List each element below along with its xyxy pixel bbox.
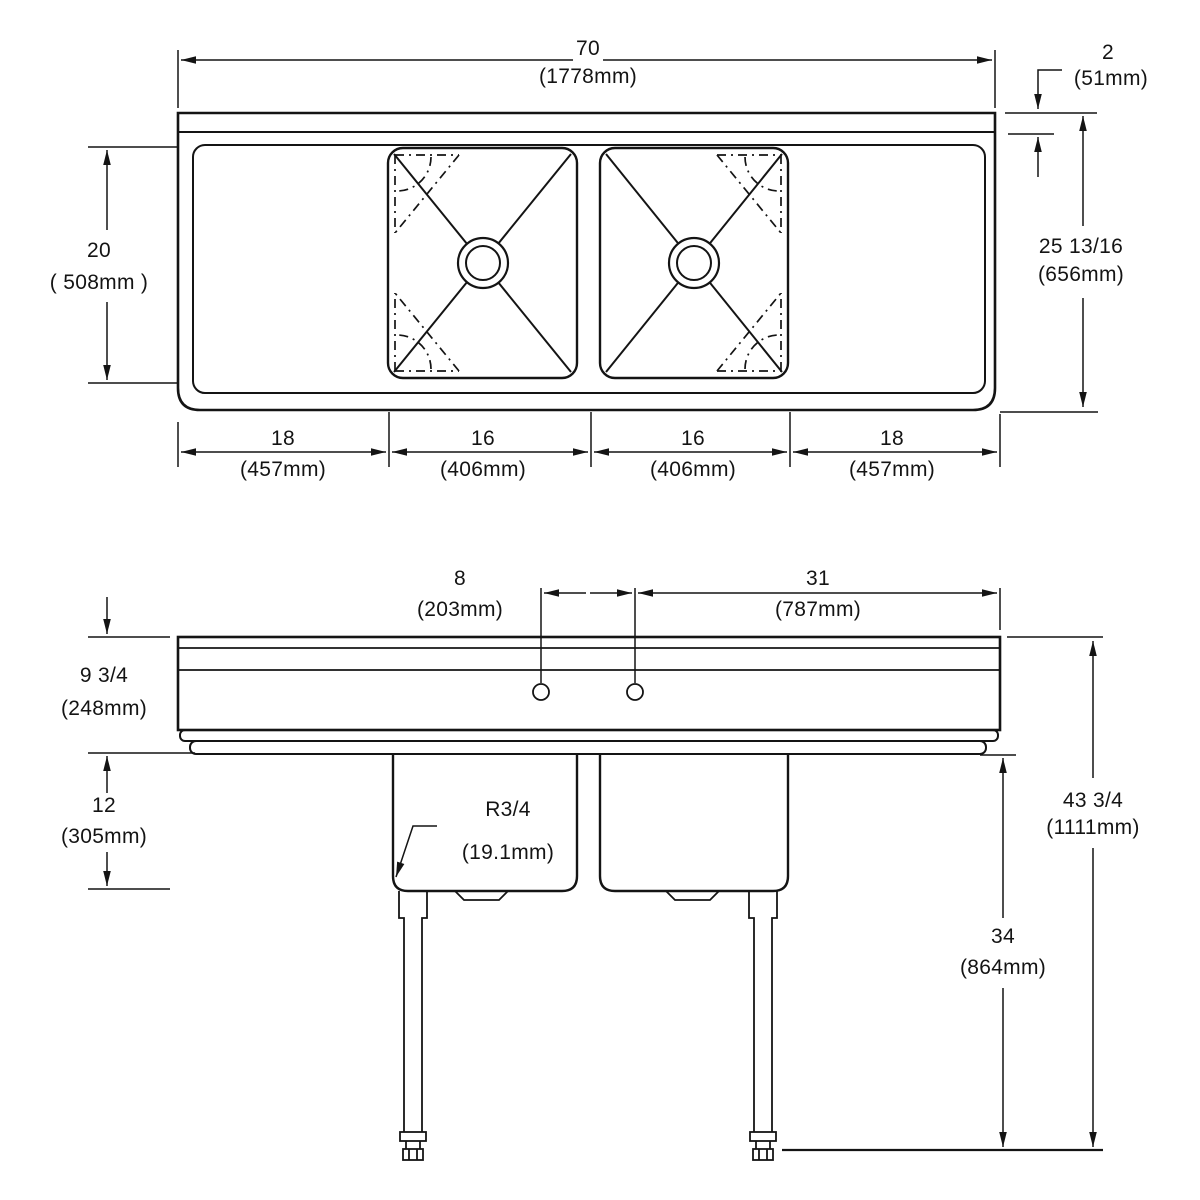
faucet-hole-right xyxy=(626,683,644,701)
dim-faucet-spacing-metric: (203mm) xyxy=(413,597,507,622)
sink-outline-plan xyxy=(176,111,997,412)
front-elevation-drawing xyxy=(88,588,1103,1161)
right-bowl-front xyxy=(598,754,790,893)
left-bowl-plan xyxy=(386,146,579,380)
dim-width-value: 70 xyxy=(573,36,603,61)
plan-dimensions xyxy=(88,50,1098,467)
left-leg xyxy=(398,891,428,1161)
sink-body-front xyxy=(176,635,1002,732)
plan-view-drawing xyxy=(88,50,1098,467)
dim-hole-to-edge-metric: (787mm) xyxy=(771,597,865,622)
right-drain-inner xyxy=(676,245,712,281)
dim-overall-depth-value: 25 13/16 xyxy=(1035,234,1127,259)
dim-bowl-height-value: 12 xyxy=(89,793,119,818)
dim-clearance-metric: (864mm) xyxy=(956,955,1050,980)
dim-radius-leader xyxy=(395,825,437,878)
faucet-hole-left xyxy=(532,683,550,701)
dim-splash-metric: (248mm) xyxy=(57,696,151,721)
dim-overall-height-metric: (1111mm) xyxy=(1043,815,1143,840)
dim-right-bowl-metric: (406mm) xyxy=(646,457,740,482)
left-bowl-front xyxy=(391,754,579,893)
dim-left-bowl-value: 16 xyxy=(468,426,498,451)
right-leg xyxy=(748,891,778,1161)
right-drain-recess xyxy=(665,890,720,901)
left-drain-recess xyxy=(454,890,509,901)
dim-bowl-height-metric: (305mm) xyxy=(57,824,151,849)
deck-outline xyxy=(192,144,986,394)
dim-rim-value: 2 xyxy=(1099,40,1117,65)
dim-bowl-depth-value: 20 xyxy=(84,238,114,263)
dim-right-drainboard-value: 18 xyxy=(877,426,907,451)
dim-radius-value: R3/4 xyxy=(482,797,534,822)
dim-hole-to-edge-value: 31 xyxy=(803,566,833,591)
dim-right-bowl-value: 16 xyxy=(678,426,708,451)
dim-rim-leader xyxy=(1034,69,1062,109)
dim-radius-metric: (19.1mm) xyxy=(458,840,558,865)
dim-left-drainboard-value: 18 xyxy=(268,426,298,451)
left-bowl-outline xyxy=(386,146,579,380)
left-drain-inner xyxy=(465,245,501,281)
dim-splash-value: 9 3/4 xyxy=(76,663,132,688)
dim-left-bowl-metric: (406mm) xyxy=(436,457,530,482)
right-bowl-plan xyxy=(598,146,790,380)
corner-detail-dashed xyxy=(394,154,782,372)
dim-faucet-spacing-value: 8 xyxy=(451,566,469,591)
elevation-dimensions xyxy=(88,588,1103,1147)
dim-right-drainboard-metric: (457mm) xyxy=(845,457,939,482)
dim-left-drainboard-metric: (457mm) xyxy=(236,457,330,482)
right-bowl-outline xyxy=(598,146,790,380)
dim-width-metric: (1778mm) xyxy=(535,64,641,89)
dim-overall-height-value: 43 3/4 xyxy=(1059,788,1127,813)
dim-bowl-depth-metric: ( 508mm ) xyxy=(46,270,152,295)
dim-clearance-value: 34 xyxy=(988,924,1018,949)
rim-lip xyxy=(189,740,987,755)
rim-flange xyxy=(179,729,999,742)
dim-rim-metric: (51mm) xyxy=(1070,66,1152,91)
dim-overall-depth-metric: (656mm) xyxy=(1034,262,1128,287)
